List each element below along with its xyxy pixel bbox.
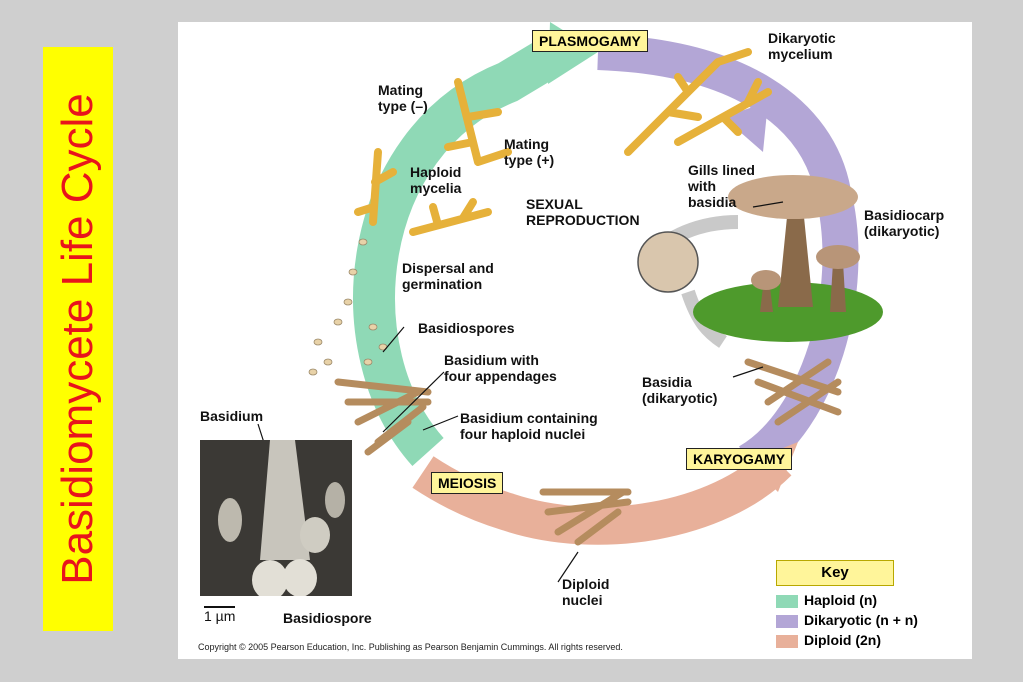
micrograph-drawing bbox=[200, 440, 352, 596]
basidia-cluster-left bbox=[334, 378, 432, 456]
copyright: Copyright © 2005 Pearson Education, Inc.… bbox=[198, 642, 623, 652]
basidium-haploid-label: Basidium containing four haploid nuclei bbox=[460, 410, 598, 442]
legend-label: Dikaryotic (n + n) bbox=[804, 612, 918, 628]
dikaryotic-mycelium-label: Dikaryotic mycelium bbox=[768, 30, 836, 62]
legend-title: Key bbox=[776, 560, 894, 586]
dispersal-label: Dispersal and germination bbox=[402, 260, 494, 292]
basidiocarp-drawing bbox=[693, 175, 883, 342]
legend-item-dikaryotic: Dikaryotic (n + n) bbox=[776, 612, 918, 628]
basidium-label: Basidium bbox=[200, 408, 264, 424]
diploid-cluster bbox=[539, 488, 632, 546]
legend-label: Haploid (n) bbox=[804, 592, 878, 608]
mating-plus-label: Mating type (+) bbox=[504, 136, 555, 168]
micrograph-image bbox=[200, 440, 352, 596]
legend-item-haploid: Haploid (n) bbox=[776, 592, 877, 608]
gills-label: Gills lined with basidia bbox=[688, 162, 755, 210]
spores bbox=[308, 238, 388, 376]
gill-closeup bbox=[637, 231, 699, 293]
legend-item-diploid: Diploid (2n) bbox=[776, 632, 881, 648]
scale-bar: 1 µm bbox=[204, 606, 236, 624]
plasmogamy-label: PLASMOGAMY bbox=[532, 30, 648, 52]
side-title: Basidiomycete Life Cycle bbox=[53, 93, 102, 585]
basidiospores-label: Basidiospores bbox=[418, 320, 515, 336]
legend-label: Diploid (2n) bbox=[804, 632, 881, 648]
basidium-appendages-label: Basidium with four appendages bbox=[444, 352, 557, 384]
karyogamy-label: KARYOGAMY bbox=[686, 448, 793, 470]
haploid-mycelia-label: Haploid mycelia bbox=[410, 164, 462, 196]
basidiocarp-label: Basidiocarp (dikaryotic) bbox=[864, 207, 945, 239]
basidia-cluster-right bbox=[744, 358, 842, 426]
diagram-panel: PLASMOGAMY KARYOGAMY MEIOSIS SEXUAL REPR… bbox=[178, 22, 972, 659]
diploid-swatch bbox=[776, 634, 798, 648]
haploid-mycelia-drawing bbox=[354, 78, 512, 236]
basidia-dikaryotic-label: Basidia (dikaryotic) bbox=[642, 374, 718, 406]
meiosis-label: MEIOSIS bbox=[431, 472, 504, 494]
basidiospore-label: Basidiospore bbox=[283, 610, 372, 626]
sexual-reproduction-label: SEXUAL REPRODUCTION bbox=[526, 196, 640, 228]
dikaryotic-swatch bbox=[776, 614, 798, 628]
mating-minus-label: Mating type (–) bbox=[378, 82, 428, 114]
side-title-banner: Basidiomycete Life Cycle bbox=[43, 47, 113, 631]
dikaryotic-mycelium-drawing bbox=[624, 48, 772, 156]
haploid-swatch bbox=[776, 594, 798, 608]
diploid-nuclei-label: Diploid nuclei bbox=[562, 576, 610, 608]
